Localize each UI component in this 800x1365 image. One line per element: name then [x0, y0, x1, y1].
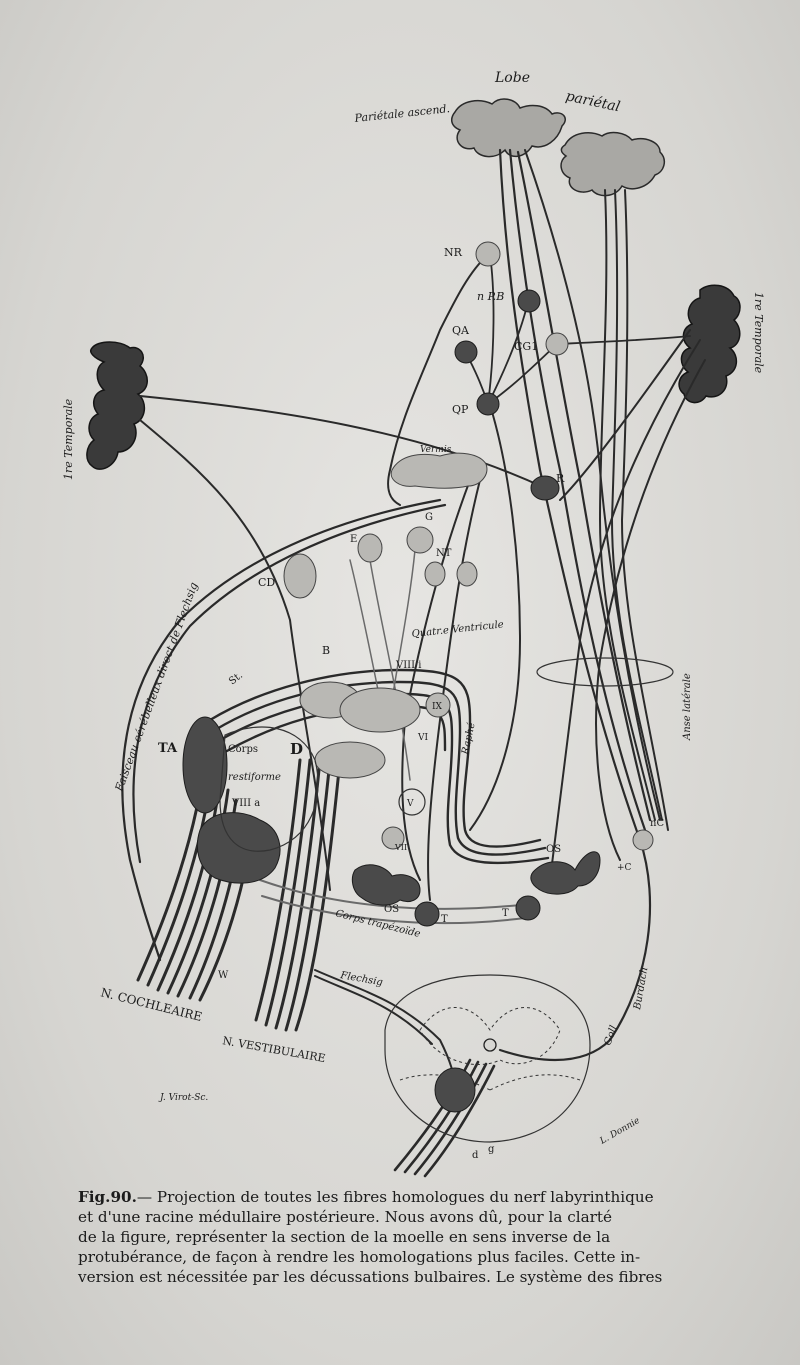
parietale-ascendante-cortex [450, 98, 566, 158]
label-vii: VII [394, 843, 407, 852]
caption-line-1: Fig.90.— Projection de toutes les fibres… [78, 1187, 753, 1207]
nucleus-v [398, 788, 426, 816]
caption-line-5: version est nécessitée par les décussati… [78, 1268, 663, 1286]
caption-fig-number: Fig.90. [78, 1188, 137, 1206]
label-anse-laterale: Anse latérale [682, 673, 693, 741]
label-qa: QA [452, 324, 470, 337]
label-r: R [556, 472, 565, 485]
label-flechsig: Flechsig [338, 970, 383, 988]
label-goll: Goll [602, 1024, 619, 1047]
nucleus-nt-2 [456, 561, 478, 587]
label-engraver: J. Virot-Sc. [158, 1093, 208, 1103]
label-artist: L. Donnie [598, 1116, 642, 1147]
nucleus-nc [632, 829, 654, 851]
caption-line-4: protubérance, de façon à rendre les homo… [78, 1248, 641, 1266]
label-d-root: d [472, 1150, 479, 1161]
nucleus-cd [283, 553, 317, 599]
label-os-right: OS [546, 844, 561, 855]
spinal-cord-section [384, 974, 591, 1143]
fiber-bundles [121, 148, 706, 1178]
label-vi: VI [417, 733, 428, 743]
vermis-cortex [390, 452, 488, 489]
label-quatrieme-ventricule: Quatr.e Ventricule [411, 619, 504, 640]
label-g-root: g [488, 1144, 495, 1155]
label-pc: +C [617, 863, 632, 873]
label-n-vestibulaire: N. VESTIBULAIRE [221, 1034, 326, 1065]
label-t-right: T [502, 908, 509, 919]
label-corps-trapezoide: Corps trapézoïde [334, 908, 421, 940]
nucleus-t-right [515, 895, 541, 921]
nucleus-qp [476, 392, 500, 416]
label-os-left: OS [384, 904, 399, 915]
figure-caption: Fig.90.— Projection de toutes les fibres… [78, 1187, 753, 1287]
label-cg1: CG1 [514, 340, 538, 353]
caption-line-1-text: — Projection de toutes les fibres homolo… [136, 1188, 654, 1206]
label-vermis: Vermis [420, 445, 452, 455]
caption-line-3: de la figure, représenter la section de … [78, 1228, 611, 1246]
nucleus-nt-1 [424, 561, 446, 587]
label-viii-a: VIII a [231, 798, 260, 809]
label-parietale-ascend: Pariétale ascend. [353, 102, 451, 125]
caption-line-2: et d'une racine médullaire postérieure. … [78, 1208, 613, 1226]
label-ix: IX [432, 702, 443, 712]
label-restiforme: restiforme [228, 772, 281, 783]
label-temporale-left: 1re Temporale [62, 398, 75, 480]
label-nt: NT [436, 548, 452, 559]
label-e: E [350, 534, 357, 545]
nucleus-r [530, 475, 560, 501]
label-corps: Corps [228, 744, 258, 755]
label-burdach: Burdach [632, 966, 650, 1011]
label-nc: nC [650, 818, 664, 829]
label-t-left: T [441, 914, 448, 925]
label-st: St. [227, 670, 245, 687]
nucleus-ta [182, 716, 228, 814]
nucleus-vii [381, 826, 405, 850]
label-viii-i: VIII i [395, 660, 421, 671]
label-lobe: Lobe [494, 70, 530, 86]
nucleus-viii-a [196, 812, 281, 884]
label-npb: n P.B [477, 290, 504, 303]
label-g: G [425, 512, 433, 523]
nucleus-g [406, 526, 434, 554]
label-n-cochleaire: N. COCHLEAIRE [99, 985, 203, 1024]
label-w: W [218, 970, 229, 981]
label-b: B [322, 644, 330, 657]
temporale-right-cortex [678, 284, 741, 404]
label-temporale-right: 1re Temporale [752, 292, 765, 374]
nucleus-os-left [351, 864, 421, 906]
nuclei [182, 241, 654, 1113]
lobe-parietal-cortex [560, 131, 666, 197]
nucleus-npb [517, 289, 541, 313]
label-raphe: Raphé [460, 721, 478, 756]
nucleus-e [357, 533, 383, 563]
nucleus-qa [454, 340, 478, 364]
label-d: D [290, 740, 303, 758]
temporale-left-cortex [86, 341, 148, 470]
label-nr: NR [444, 246, 463, 259]
nucleus-nr [475, 241, 501, 267]
nucleus-ix [425, 692, 451, 718]
label-cd: CD [258, 576, 275, 589]
label-parietal: pariétal [564, 88, 621, 115]
labels: Lobe pariétal Pariétale ascend. 1re Temp… [62, 70, 765, 1161]
nucleus-cg1 [545, 332, 569, 356]
label-ta: TA [158, 741, 178, 756]
nucleus-os-right [530, 851, 601, 895]
label-qp: QP [452, 403, 469, 416]
neuro-diagram: Lobe pariétal Pariétale ascend. 1re Temp… [62, 70, 765, 1178]
label-v: V [406, 799, 414, 809]
nucleus-t-left [414, 901, 440, 927]
